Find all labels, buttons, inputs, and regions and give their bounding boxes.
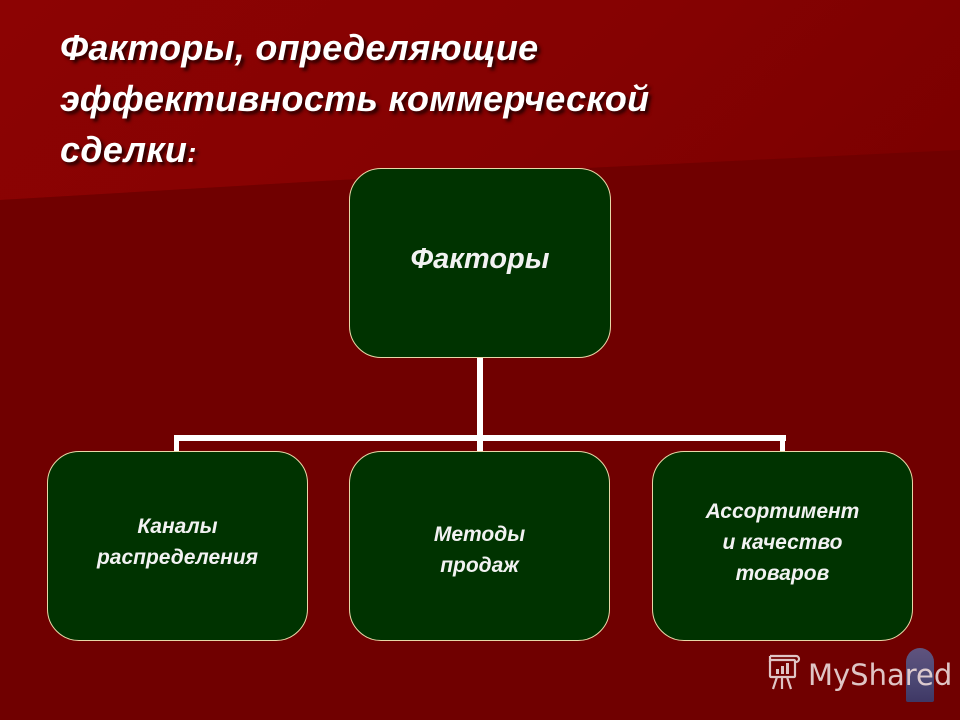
title-colon: : (187, 137, 197, 168)
connector-drop-right (780, 435, 785, 452)
root-node-factors: Факторы (349, 168, 611, 358)
child-node-distribution-channels: Каналы распределения (47, 451, 308, 641)
child-node-1-line-1: Каналы (137, 515, 218, 538)
title-line-1: Факторы, определяющие (60, 27, 539, 68)
child-node-assortment-quality: Ассортимент и качество товаров (652, 451, 913, 641)
root-node-label: Факторы (410, 242, 550, 275)
title-line-3: сделки: (60, 124, 820, 178)
child-node-3-line-2: и качество (722, 530, 843, 554)
watermark-text: MyShared (808, 658, 953, 692)
connector-drop-left (174, 435, 179, 452)
child-node-sales-methods: Методы продаж (349, 451, 610, 641)
emblem-icon (906, 648, 934, 702)
presentation-board-icon (766, 652, 802, 699)
child-node-3-line-3: товаров (735, 561, 830, 585)
child-node-3-line-1: Ассортимент (705, 499, 860, 523)
title-line-3-text: сделки (60, 129, 188, 170)
child-node-2-line-1: Методы (433, 523, 526, 546)
title-line-2: эффективность коммерческой (60, 78, 650, 119)
child-node-2-line-2: продаж (440, 554, 519, 577)
connector-drop-middle (477, 435, 483, 452)
watermark: MyShared (766, 652, 952, 698)
connector-root-vertical (477, 357, 483, 441)
child-node-1-line-2: распределения (96, 546, 259, 569)
slide-title: Факторы, определяющие эффективность комм… (60, 22, 820, 178)
